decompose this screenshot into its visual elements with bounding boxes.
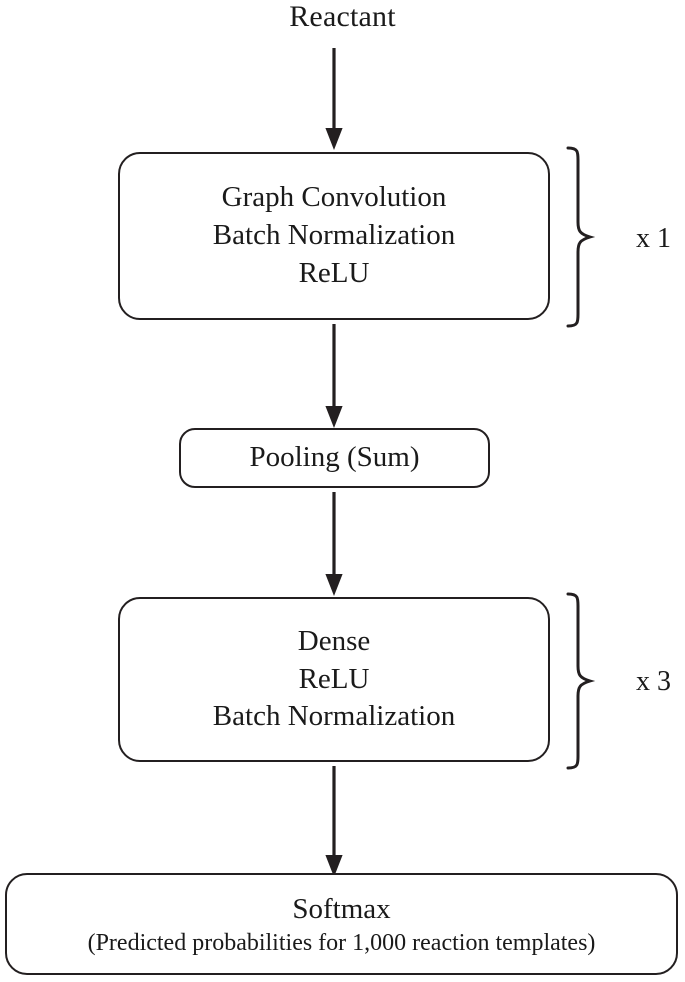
repeat-count-graph-conv: x 1 bbox=[636, 223, 671, 254]
block-line: Batch Normalization bbox=[212, 219, 456, 251]
arrow-pooling-to-dense bbox=[325, 492, 343, 596]
arrow-graph-conv-to-pooling bbox=[325, 324, 343, 428]
softmax-block: Softmax (Predicted probabilities for 1,0… bbox=[5, 873, 678, 975]
repeat-count-dense: x 3 bbox=[636, 666, 671, 697]
block-line: Graph Convolution bbox=[221, 181, 447, 214]
diagram-title: Reactant bbox=[289, 0, 396, 33]
block-line: Batch Normalization bbox=[212, 700, 456, 733]
block-line: ReLU bbox=[298, 662, 370, 695]
block-line: Dense bbox=[297, 624, 371, 657]
arrow-reactant-to-graph-conv bbox=[325, 48, 343, 150]
graph-convolution-block: Graph Convolution Batch Normalization Re… bbox=[118, 152, 550, 320]
brace-dense bbox=[566, 592, 596, 770]
block-line: Pooling (Sum) bbox=[249, 441, 420, 473]
block-line: ReLU bbox=[298, 256, 370, 289]
pooling-block: Pooling (Sum) bbox=[179, 428, 490, 488]
block-sublabel: (Predicted probabilities for 1,000 react… bbox=[87, 929, 596, 956]
arrow-dense-to-softmax bbox=[325, 766, 343, 877]
brace-graph-conv bbox=[566, 146, 596, 328]
dense-block: Dense ReLU Batch Normalization bbox=[118, 597, 550, 762]
block-line: Softmax bbox=[292, 892, 391, 925]
